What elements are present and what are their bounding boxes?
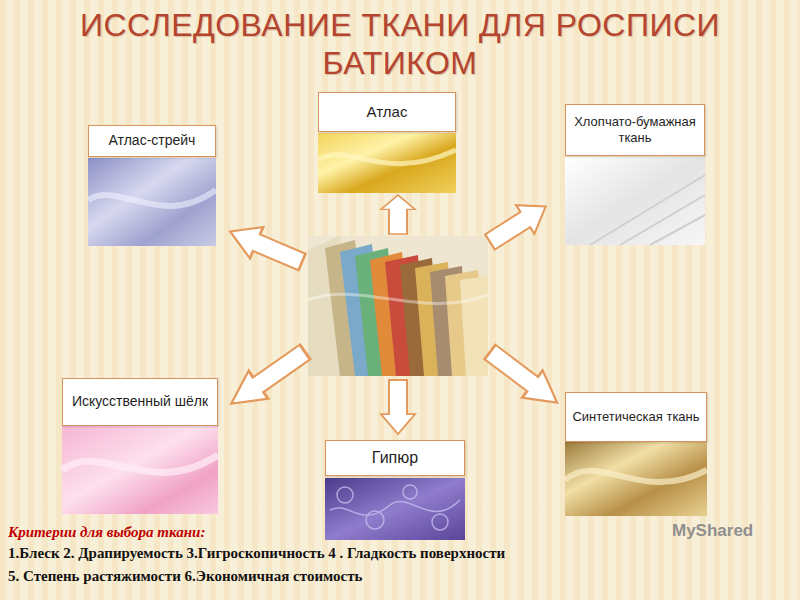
fabric-label: Синтетическая ткань xyxy=(565,392,707,442)
fabric-name: Атлас xyxy=(367,103,408,122)
fabric-name: Атлас-стрейч xyxy=(109,132,196,150)
fabric-label: Хлопчато-бумажная ткань xyxy=(565,104,705,156)
fabric-name: Искусственный шёлк xyxy=(72,393,208,411)
criteria-list: 5. Степень растяжимости 6.Экономичная ст… xyxy=(8,568,363,585)
criteria-heading: Критерии для выбора ткани: xyxy=(8,524,205,541)
fabric-fan-photo xyxy=(308,236,488,376)
block-arrows xyxy=(222,192,568,434)
fabric-label: Атлас-стрейч xyxy=(88,125,216,157)
slide-title: ИССЛЕДОВАНИЕ ТКАНИ ДЛЯ РОСПИСИ БАТИКОМ xyxy=(50,6,750,82)
fabric-swatches xyxy=(62,133,707,540)
fabric-name: Гипюр xyxy=(372,448,418,468)
fabric-label: Атлас xyxy=(318,92,456,132)
fabric-name: Хлопчато-бумажная ткань xyxy=(572,114,698,147)
fabric-label: Гипюр xyxy=(325,440,465,476)
fabric-name: Синтетическая ткань xyxy=(572,409,699,425)
watermark: MyShared xyxy=(672,521,753,541)
criteria-list: 1.Блеск 2. Драпируемость 3.Гигроскопично… xyxy=(8,545,505,562)
fabric-label: Искусственный шёлк xyxy=(62,378,218,426)
